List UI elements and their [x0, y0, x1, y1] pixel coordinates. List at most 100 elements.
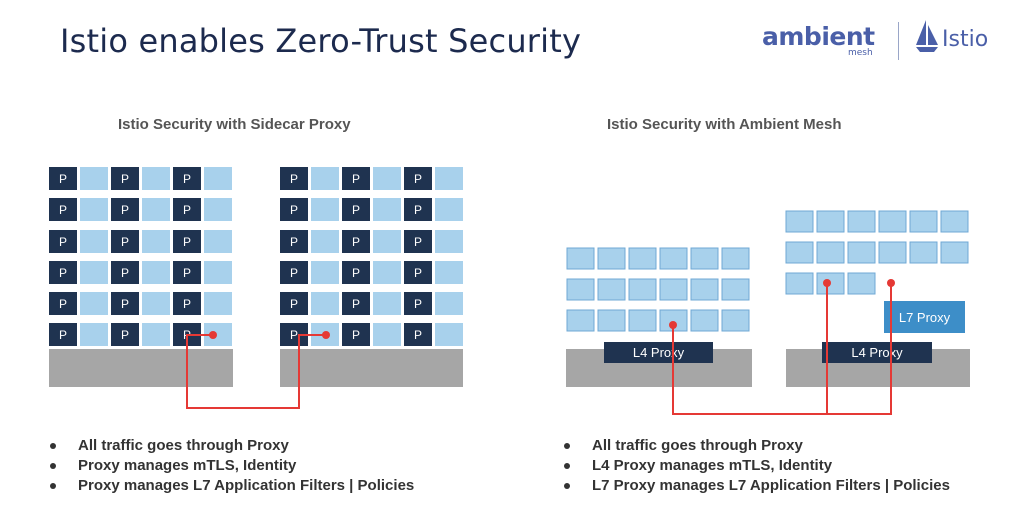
sidecar-proxy	[342, 230, 370, 253]
sidecar-proxy	[173, 230, 201, 253]
traffic-endpoint	[209, 331, 217, 339]
proxy-label: P	[59, 203, 67, 217]
app-pod	[847, 241, 876, 264]
sidecar-proxy	[342, 261, 370, 284]
app-pod	[597, 247, 626, 270]
istio-sail-icon	[916, 20, 938, 52]
proxy-label: P	[59, 235, 67, 249]
proxy-label: P	[414, 266, 422, 280]
sidecar-proxy	[342, 323, 370, 346]
sidecar-proxy	[173, 292, 201, 315]
app-pod	[435, 167, 463, 190]
app-pod	[311, 198, 339, 221]
app-pod	[785, 241, 814, 264]
sidecar-proxy	[404, 198, 432, 221]
sidecar-bullet-list: All traffic goes through Proxy Proxy man…	[48, 436, 414, 496]
ambient-subtitle: Istio Security with Ambient Mesh	[607, 116, 842, 133]
l7-proxy-label: L7 Proxy	[899, 310, 951, 325]
sidecar-proxy	[404, 261, 432, 284]
app-pod	[80, 323, 108, 346]
app-pod	[435, 323, 463, 346]
sidecar-proxy	[49, 323, 77, 346]
sidecar-proxy	[49, 167, 77, 190]
app-pod	[909, 241, 938, 264]
proxy-label: P	[414, 203, 422, 217]
app-pod	[373, 323, 401, 346]
app-pod	[311, 292, 339, 315]
app-pod	[142, 198, 170, 221]
app-pod	[435, 292, 463, 315]
l4-proxy-label: L4 Proxy	[633, 345, 685, 360]
sidecar-proxy	[111, 323, 139, 346]
app-pod	[785, 272, 814, 295]
app-pod	[142, 261, 170, 284]
app-pod	[435, 230, 463, 253]
proxy-label: P	[183, 203, 191, 217]
app-pod	[80, 167, 108, 190]
app-pod	[204, 230, 232, 253]
logo-divider	[898, 22, 899, 60]
app-pod	[878, 241, 907, 264]
app-pod	[690, 309, 719, 332]
sidecar-proxy	[111, 230, 139, 253]
proxy-label: P	[290, 203, 298, 217]
proxy-label: P	[414, 328, 422, 342]
proxy-label: P	[352, 266, 360, 280]
app-pod	[816, 241, 845, 264]
traffic-endpoint	[823, 279, 831, 287]
app-pod	[311, 167, 339, 190]
app-pod	[785, 210, 814, 233]
sidecar-proxy	[173, 167, 201, 190]
app-pod	[373, 167, 401, 190]
l4-proxy	[822, 342, 932, 363]
cluster-node	[280, 349, 463, 387]
app-pod	[142, 292, 170, 315]
sidecar-proxy	[404, 167, 432, 190]
app-pod	[597, 278, 626, 301]
app-pod	[566, 278, 595, 301]
sidecar-proxy	[111, 167, 139, 190]
sidecar-proxy	[404, 323, 432, 346]
app-pod	[142, 230, 170, 253]
sidecar-proxy	[49, 292, 77, 315]
app-pod	[204, 292, 232, 315]
app-pod	[878, 210, 907, 233]
app-pod	[373, 198, 401, 221]
app-pod	[847, 210, 876, 233]
sidecar-proxy	[49, 230, 77, 253]
proxy-label: P	[352, 235, 360, 249]
app-pod	[373, 292, 401, 315]
app-pod	[659, 247, 688, 270]
proxy-label: P	[59, 266, 67, 280]
proxy-label: P	[352, 203, 360, 217]
traffic-path-group	[186, 279, 895, 415]
app-pod	[204, 261, 232, 284]
sidecar-proxy	[404, 292, 432, 315]
app-pod	[80, 292, 108, 315]
app-pod	[847, 272, 876, 295]
sidecar-proxy	[280, 230, 308, 253]
sidecar-bullet: All traffic goes through Proxy	[48, 436, 414, 456]
sidecar-proxy	[111, 198, 139, 221]
proxy-label: P	[59, 297, 67, 311]
app-pod	[435, 261, 463, 284]
app-pod	[940, 210, 969, 233]
proxy-label: P	[121, 297, 129, 311]
proxy-label: P	[352, 328, 360, 342]
l7-proxy	[884, 301, 965, 333]
proxy-label: P	[414, 297, 422, 311]
ambient-bullet: L7 Proxy manages L7 Application Filters …	[562, 476, 950, 496]
app-pod	[80, 261, 108, 284]
proxy-label: P	[414, 172, 422, 186]
sidecar-proxy	[280, 323, 308, 346]
app-pod	[597, 309, 626, 332]
ambient-bullet-list: All traffic goes through Proxy L4 Proxy …	[562, 436, 950, 496]
proxy-label: P	[290, 266, 298, 280]
sidecar-proxy	[49, 198, 77, 221]
proxy-label: P	[183, 297, 191, 311]
sidecar-proxy	[280, 198, 308, 221]
sidecar-proxy	[404, 230, 432, 253]
app-pod	[80, 230, 108, 253]
sidecar-proxy	[111, 292, 139, 315]
